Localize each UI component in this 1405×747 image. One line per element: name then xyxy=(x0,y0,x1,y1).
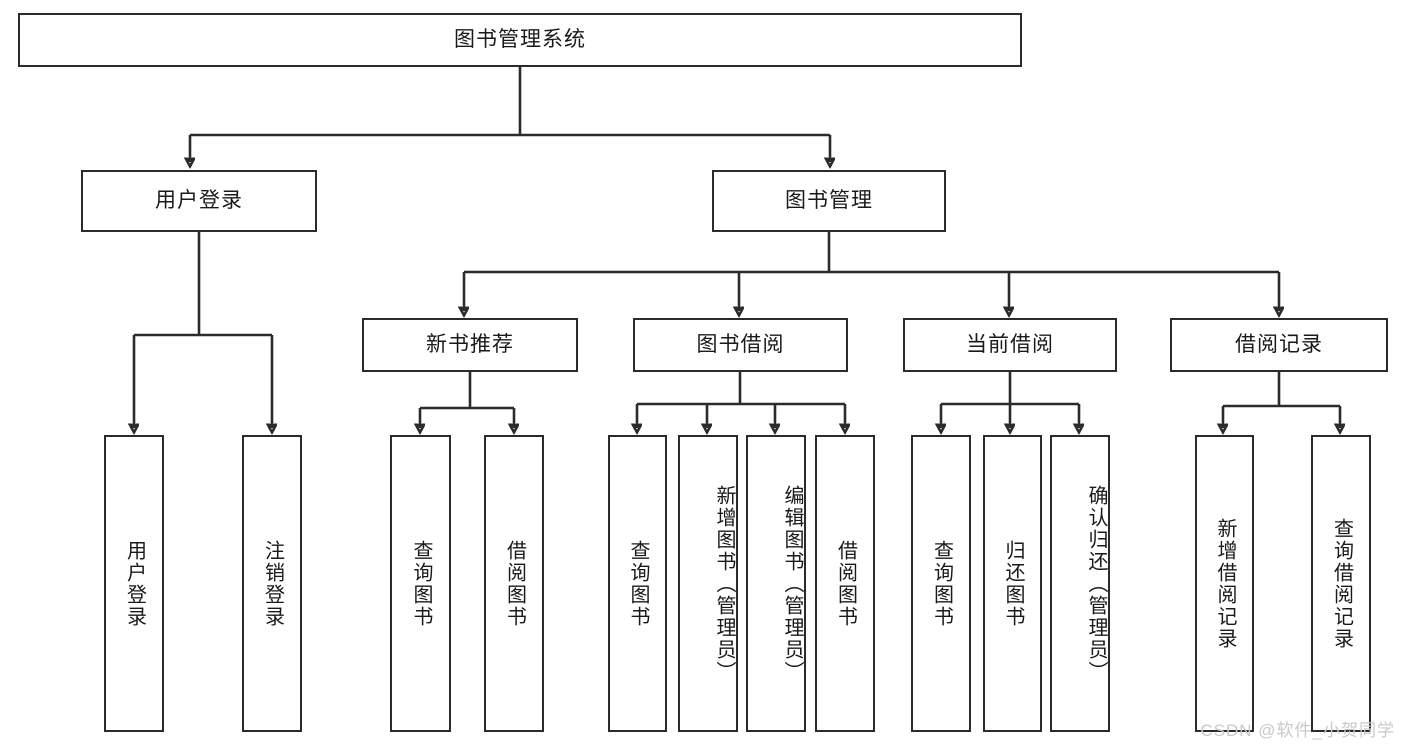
leaf-new-books-borrow-book[interactable]: 借阅图书 xyxy=(484,435,544,732)
leaf-label: 查询图书 xyxy=(930,539,953,628)
node-book-borrow[interactable]: 图书借阅 xyxy=(633,318,848,372)
leaf-new-books-query-book[interactable]: 查询图书 xyxy=(390,435,451,732)
leaf-label: 新增借阅记录 xyxy=(1214,517,1236,650)
leaf-borrow-edit-book-admin[interactable]: 编辑图书（管理员） xyxy=(746,435,806,732)
leaf-borrow-add-book-admin[interactable]: 新增图书（管理员） xyxy=(678,435,738,732)
leaf-label: 归还图书 xyxy=(1002,539,1024,628)
node-book-management[interactable]: 图书管理 xyxy=(712,170,946,232)
leaf-label: 查询图书 xyxy=(410,539,432,628)
leaf-label: 查询借阅记录 xyxy=(1330,517,1353,650)
leaf-current-confirm-return-admin[interactable]: 确认归还（管理员） xyxy=(1050,435,1110,732)
node-borrow-records[interactable]: 借阅记录 xyxy=(1170,318,1388,372)
leaf-records-query-record[interactable]: 查询借阅记录 xyxy=(1311,435,1371,732)
leaf-borrow-query-book[interactable]: 查询图书 xyxy=(608,435,667,732)
leaf-label: 编辑图书（管理员） xyxy=(781,484,803,683)
leaf-label: 查询图书 xyxy=(627,539,649,628)
leaf-current-query-book[interactable]: 查询图书 xyxy=(911,435,971,732)
leaf-records-add-record[interactable]: 新增借阅记录 xyxy=(1195,435,1254,732)
leaf-borrow-borrow-book[interactable]: 借阅图书 xyxy=(815,435,875,732)
leaf-user-login-login[interactable]: 用户登录 xyxy=(104,435,164,732)
leaf-label: 注销登录 xyxy=(261,539,284,628)
leaf-label: 借阅图书 xyxy=(503,539,526,628)
leaf-label: 借阅图书 xyxy=(834,539,857,628)
leaf-label: 用户登录 xyxy=(123,539,146,628)
leaf-label: 新增图书（管理员） xyxy=(713,484,735,683)
node-new-book-recommend[interactable]: 新书推荐 xyxy=(362,318,578,372)
leaf-current-return-book[interactable]: 归还图书 xyxy=(983,435,1042,732)
node-root-system[interactable]: 图书管理系统 xyxy=(18,13,1022,67)
node-current-borrow[interactable]: 当前借阅 xyxy=(903,318,1117,372)
leaf-label: 确认归还（管理员） xyxy=(1085,484,1107,683)
node-user-login[interactable]: 用户登录 xyxy=(81,170,317,232)
leaf-user-login-logout[interactable]: 注销登录 xyxy=(242,435,302,732)
